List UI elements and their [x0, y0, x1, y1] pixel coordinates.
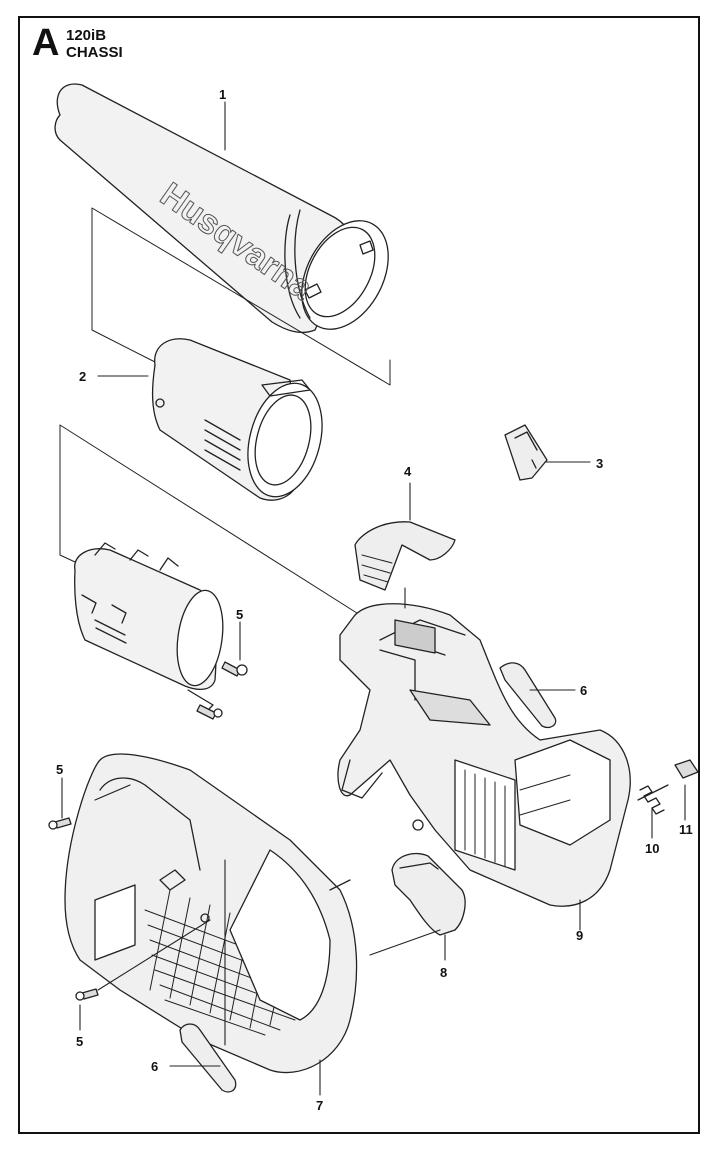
inner-tube-part — [74, 542, 224, 691]
model-name: 120iB — [66, 27, 107, 44]
callout-8: 8 — [440, 965, 448, 980]
callout-7: 7 — [316, 1098, 324, 1113]
part-7-lower-housing — [64, 753, 358, 1074]
callout-11: 11 — [679, 822, 693, 837]
callout-5-upper: 5 — [236, 607, 244, 622]
callout-6-upper: 6 — [580, 683, 588, 698]
part-5-screw-left-lower — [75, 988, 99, 1001]
part-11-button — [674, 759, 699, 779]
part-6-panel-lower — [179, 1023, 237, 1093]
callout-10: 10 — [645, 841, 660, 856]
part-2-nozzle — [151, 338, 323, 501]
callout-5-lower: 5 — [76, 1034, 84, 1049]
callout-9: 9 — [576, 928, 584, 943]
part-6-panel-upper — [499, 662, 557, 729]
part-9-main-housing — [337, 603, 631, 907]
section-title: CHASSI — [66, 44, 123, 61]
diagram-frame — [18, 16, 700, 1134]
part-5-screw-left-upper — [48, 817, 72, 830]
callout-4: 4 — [404, 464, 412, 479]
part-5-screw-lower — [196, 704, 223, 720]
leader-lines — [61, 101, 686, 1096]
part-10-spring — [637, 784, 669, 815]
callout-1: 1 — [219, 87, 227, 102]
callout-2: 2 — [79, 369, 87, 384]
section-letter: A — [32, 22, 60, 64]
callout-6-lower: 6 — [151, 1059, 159, 1074]
callout-3: 3 — [596, 456, 604, 471]
part-3-clip — [504, 424, 548, 481]
part-4-top-cover — [354, 521, 456, 591]
callout-5-left: 5 — [56, 762, 64, 777]
part-1-blower-tube — [54, 83, 389, 334]
part-8-grip — [391, 852, 466, 936]
